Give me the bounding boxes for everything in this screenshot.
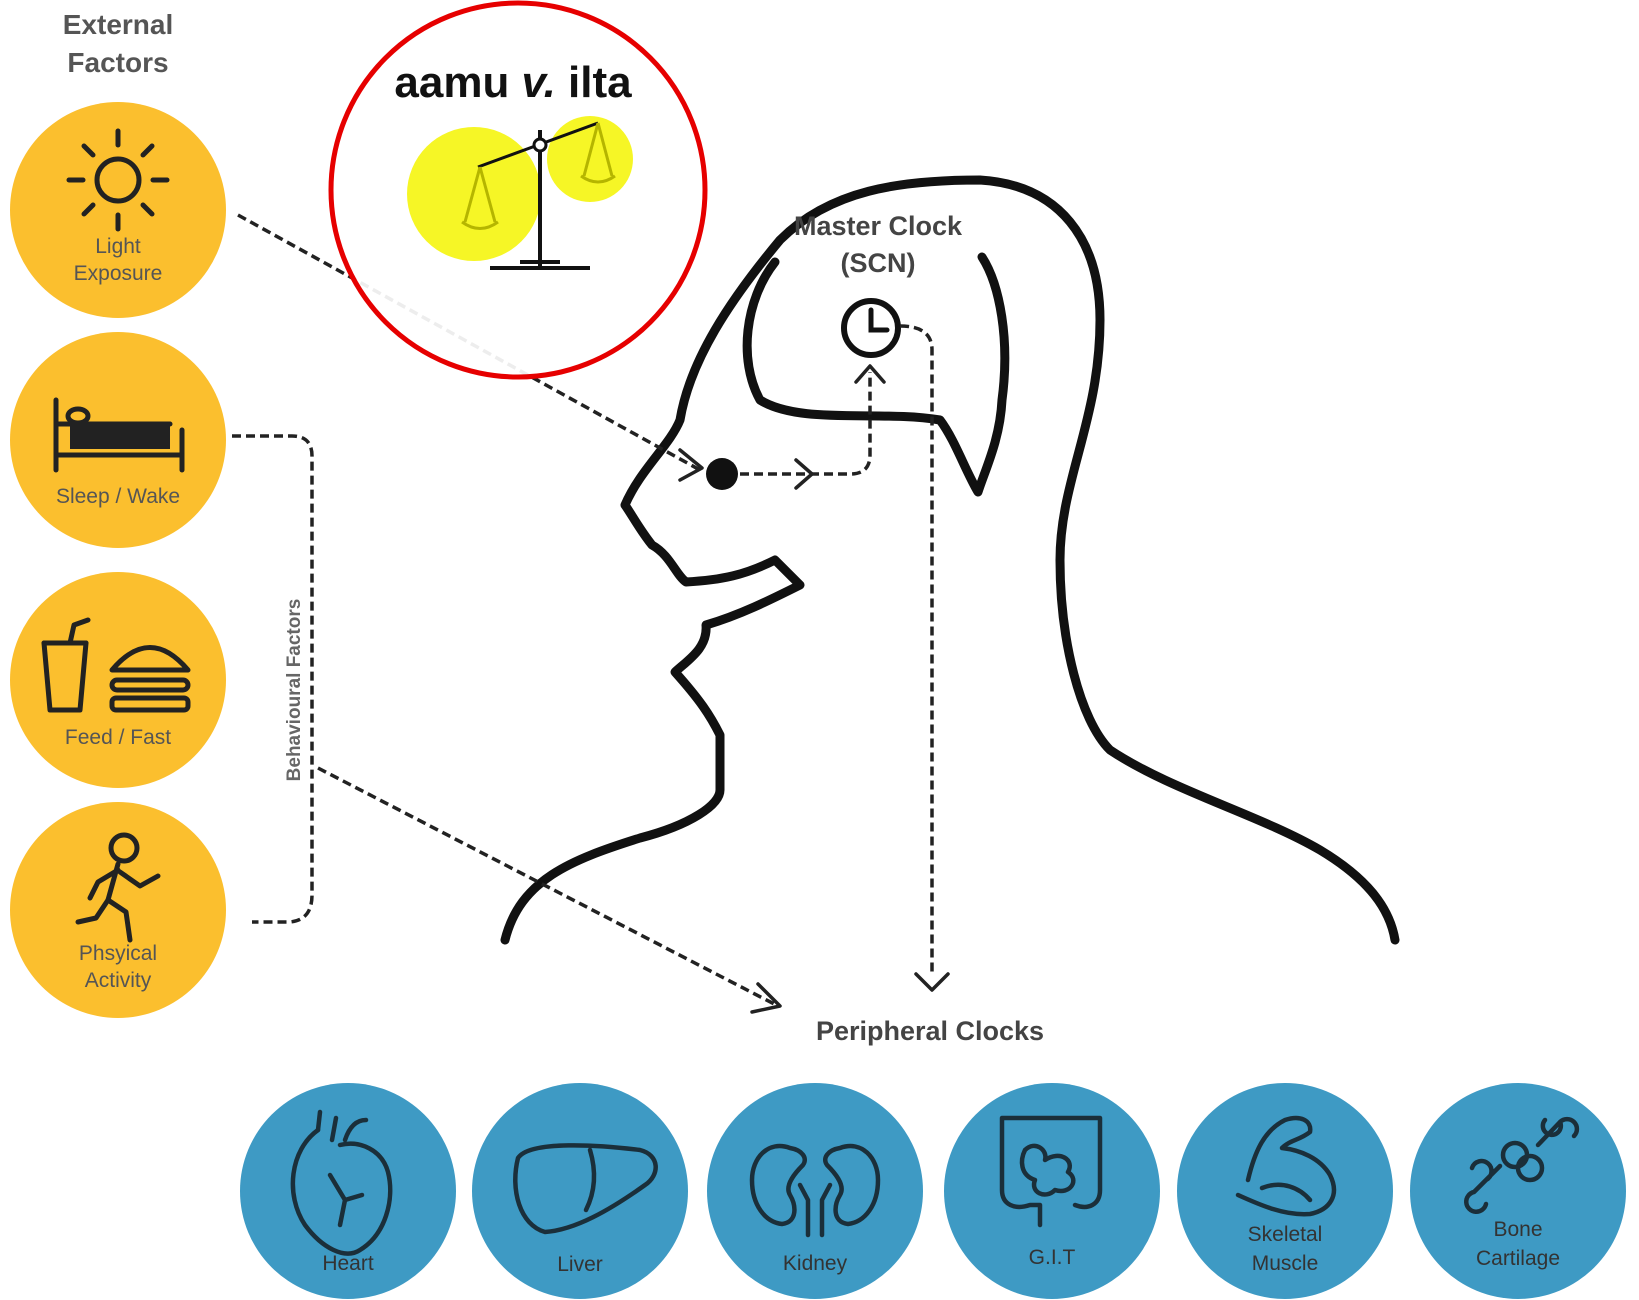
factor-label-line1: Phsyical xyxy=(79,942,157,965)
organ-heart: Heart xyxy=(240,1083,456,1299)
master-clock-label-line2: (SCN) xyxy=(841,248,916,278)
annotation-text: aamu v. ilta xyxy=(394,58,632,107)
organ-label-line1: Bone xyxy=(1493,1218,1542,1241)
organ-label-line1: Skeletal xyxy=(1248,1223,1323,1246)
eye-to-scn-path xyxy=(740,372,870,474)
factor-light-exposure: Light Exposure xyxy=(10,102,226,318)
arrowhead xyxy=(916,974,948,990)
annotation-morning-vs-evening: aamu v. ilta xyxy=(331,3,705,377)
behavioural-factors-label: Behavioural Factors xyxy=(284,599,305,782)
factor-physical-activity: Phsyical Activity xyxy=(10,802,226,1018)
arrowhead xyxy=(680,450,702,480)
organ-label-line1: Liver xyxy=(557,1253,603,1276)
arrowhead xyxy=(752,984,780,1012)
organ-label-line1: Kidney xyxy=(783,1252,848,1275)
scn-to-peripheral-path xyxy=(900,326,932,975)
external-factors-title-line1: External xyxy=(63,9,174,40)
factor-sleep-wake: Sleep / Wake xyxy=(10,332,226,548)
factor-label-line2: Exposure xyxy=(74,262,163,285)
organ-label-line2: Muscle xyxy=(1252,1252,1319,1275)
organ-label-line1: Heart xyxy=(322,1252,374,1275)
factor-label-line2: Activity xyxy=(85,969,152,992)
organ-skeletal-muscle: Skeletal Muscle xyxy=(1177,1083,1393,1299)
external-factors-title-line2: Factors xyxy=(67,47,168,78)
master-clock-label-line1: Master Clock xyxy=(794,211,963,241)
factor-label-line1: Sleep / Wake xyxy=(56,485,180,508)
factor-feed-fast: Feed / Fast xyxy=(10,572,226,788)
organ-git: G.I.T xyxy=(944,1083,1160,1299)
clock-icon xyxy=(844,301,898,355)
organ-bone-cartilage: Bone Cartilage xyxy=(1410,1083,1626,1299)
organ-label-line1: G.I.T xyxy=(1029,1246,1076,1269)
factor-label-line1: Feed / Fast xyxy=(65,726,171,749)
peripheral-clocks-title: Peripheral Clocks xyxy=(816,1016,1044,1046)
factor-label-line1: Light xyxy=(95,235,141,258)
organ-label-line2: Cartilage xyxy=(1476,1247,1560,1270)
organ-kidney: Kidney xyxy=(707,1083,923,1299)
eye-dot xyxy=(706,458,738,490)
organ-liver: Liver xyxy=(472,1083,688,1299)
